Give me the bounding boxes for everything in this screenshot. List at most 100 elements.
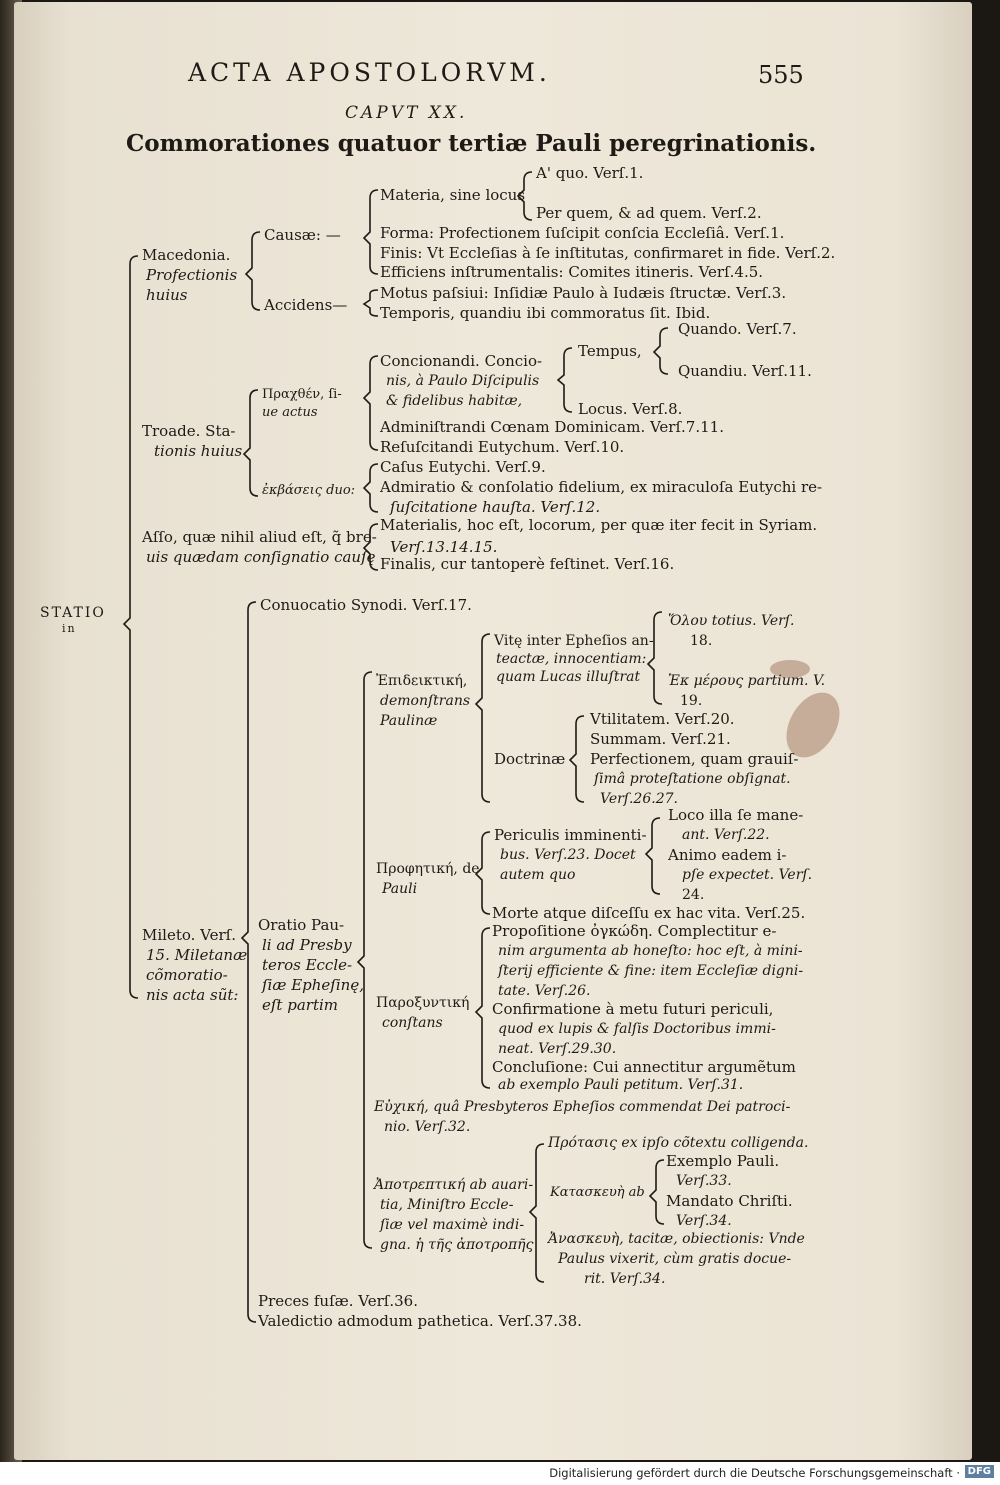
- quando-entry: Quando. Verſ.7.: [678, 320, 797, 338]
- page-number: 555: [758, 61, 804, 89]
- euche-entry: nio. Verſ.32.: [384, 1119, 471, 1135]
- footer-bar: [0, 1462, 1000, 1485]
- per-quem-entry: Per quem, & ad quem. Verſ.2.: [536, 204, 762, 222]
- motus-entry: Motus paſsiui: Inſidiæ Paulo à Iudæis ſt…: [380, 284, 787, 302]
- resuscitandi-entry: Reſuſcitandi Eutychum. Verſ.10.: [380, 438, 625, 456]
- propositione-entry: tate. Verſ.26.: [498, 983, 591, 999]
- asso-label: Aſſo, quæ nihil aliud eſt, q̃ bre-: [142, 528, 377, 546]
- perfectionem-entry: ſimâ proteſtatione obſignat.: [594, 771, 791, 787]
- praxis-label: Πραχθέν, ſi-: [262, 387, 342, 402]
- accidens-label: Accidens—: [264, 296, 348, 314]
- loco-entry: Loco illa ſe mane-: [668, 806, 804, 824]
- footer-credit: Digitalisierung gefördert durch die Deut…: [549, 1466, 960, 1480]
- troade-label: Troade. Sta-: [142, 422, 236, 440]
- animo-entry: 24.: [682, 887, 705, 903]
- periculis-entry: bus. Verſ.23. Docet: [500, 847, 636, 863]
- euche-entry: Εὐχική, quâ Presbyteros Epheſios commend…: [374, 1099, 791, 1115]
- prophetike-label: Pauli: [382, 881, 418, 897]
- ex-partium-entry: Ἐκ μέρους partium. V.: [668, 673, 826, 689]
- a-quo-entry: A' quo. Verſ.1.: [536, 164, 644, 182]
- administrandi-entry: Adminiſtrandi Cœnam Dominicam. Verſ.7.11…: [380, 418, 724, 436]
- valedictio-entry: Valedictio admodum pathetica. Verſ.37.38…: [258, 1312, 582, 1330]
- anaskeue-entry: Ἀνασκευὴ, tacitæ, obiectionis: Vnde: [548, 1231, 805, 1247]
- locus-entry: Locus. Verſ.8.: [578, 400, 683, 418]
- asso-label: uis quædam conſignatio cauſę: [146, 548, 376, 566]
- animo-entry: Animo eadem i-: [668, 846, 787, 864]
- macedonia-label: Macedonia.: [142, 246, 231, 264]
- page-title: Commorationes quatuor tertiæ Pauli pereg…: [126, 130, 817, 157]
- epideictike-label: Paulinæ: [380, 713, 438, 729]
- exemplo-entry: Exemplo Pauli.: [666, 1152, 780, 1170]
- mileto-label: 15. Miletanæ: [146, 946, 248, 964]
- admiratio-entry: ſuſcitatione hauſta. Verſ.12.: [390, 498, 601, 516]
- vitae-entry: quam Lucas illuſtrat: [496, 669, 641, 685]
- oratio-label: eſt partim: [262, 996, 338, 1014]
- paroxyntike-label: Παροξυντική: [376, 995, 470, 1011]
- perfectionem-entry: Perfectionem, quam grauiſ-: [590, 750, 799, 768]
- materialis-entry: Verſ.13.14.15.: [390, 538, 498, 556]
- oratio-label: teros Eccle-: [262, 956, 353, 974]
- conclusione-entry: Concluſione: Cui annectitur argumẽtum: [492, 1058, 796, 1076]
- propositione-entry: ſterij efficiente & fine: item Eccleſiæ …: [498, 963, 804, 979]
- apotreptike-label: Ἀποτρεπτική ab auari-: [374, 1177, 534, 1193]
- propositione-entry: Propoſitione ὀγκώδη. Complectitur e-: [492, 922, 777, 940]
- materia-entry: Materia, sine locus: [380, 186, 526, 204]
- epideictike-label: demonſtrans: [380, 693, 471, 709]
- conuocatio-entry: Conuocatio Synodi. Verſ.17.: [260, 596, 472, 614]
- quod-totius-entry: Ὅλου totius. Verſ.: [668, 613, 795, 629]
- paroxyntike-label: conſtans: [382, 1015, 443, 1031]
- vitae-entry: teactæ, innocentiam:: [496, 651, 647, 667]
- mileto-label: Mileto. Verſ.: [142, 926, 236, 944]
- vitae-entry: Vitę inter Epheſios an-: [494, 633, 654, 649]
- oratio-label: ſiæ Epheſinę,: [262, 976, 364, 994]
- quod-totius-entry: 18.: [690, 633, 713, 649]
- finalis-entry: Finalis, cur tantoperè feſtinet. Verſ.16…: [380, 555, 675, 573]
- quandiu-entry: Quandiu. Verſ.11.: [678, 362, 812, 380]
- macedonia-label: huius: [146, 286, 188, 304]
- mandato-entry: Mandato Chriſti.: [666, 1192, 793, 1210]
- preces-entry: Preces fuſæ. Verſ.36.: [258, 1292, 418, 1310]
- oratio-label: Oratio Pau-: [258, 916, 345, 934]
- apotreptike-label: ſiæ vel maximè indi-: [380, 1217, 525, 1233]
- admiratio-entry: Admiratio & conſolatio fidelium, ex mira…: [380, 478, 823, 496]
- paper: [14, 2, 972, 1460]
- confirmatione-entry: neat. Verſ.29.30.: [498, 1041, 617, 1057]
- casus-entry: Caſus Eutychi. Verſ.9.: [380, 458, 546, 476]
- morte-entry: Morte atque diſceſſu ex hac vita. Verſ.2…: [492, 904, 806, 922]
- apotreptike-label: tia, Miniſtro Eccle-: [380, 1197, 514, 1213]
- chapter-heading: CAPVT XX.: [345, 103, 468, 123]
- root-label: STATIO: [40, 605, 106, 621]
- tempus-entry: Tempus,: [578, 342, 642, 360]
- summam-entry: Summam. Verſ.21.: [590, 730, 731, 748]
- periculis-entry: autem quo: [500, 867, 576, 883]
- confirmatione-entry: Confirmatione à metu futuri periculi,: [492, 1000, 774, 1018]
- apotreptike-label: gna. ἡ τῆς ἀποτροπῆς: [380, 1237, 534, 1253]
- mileto-label: nis acta sũt:: [146, 986, 239, 1004]
- concionandi-entry: Concionandi. Concio-: [380, 352, 543, 370]
- concionandi-entry: & fidelibus habitæ,: [386, 393, 523, 409]
- macedonia-label: Profectionis: [146, 266, 238, 284]
- confirmatione-entry: quod ex lupis & falſis Doctoribus immi-: [498, 1021, 776, 1037]
- causae-label: Causæ: —: [264, 226, 341, 244]
- propositione-entry: nim argumenta ab honeſto: hoc eſt, à min…: [498, 943, 803, 959]
- troade-label: tionis huius: [154, 442, 243, 460]
- periculis-entry: Periculis imminenti-: [494, 826, 647, 844]
- finis-entry: Finis: Vt Eccleſias à ſe inſtitutas, con…: [380, 244, 836, 262]
- anaskeue-entry: rit. Verſ.34.: [584, 1271, 666, 1287]
- kataskeue-entry: Κατασκευὴ ab: [550, 1185, 645, 1200]
- ex-partium-entry: 19.: [680, 693, 703, 709]
- exemplo-entry: Verſ.33.: [676, 1173, 732, 1189]
- perfectionem-entry: Verſ.26.27.: [600, 791, 678, 807]
- concionandi-entry: nis, à Paulo Diſcipulis: [386, 373, 540, 389]
- doctrinae-entry: Doctrinæ: [494, 750, 566, 768]
- prophetike-label: Προφητική, de: [376, 861, 480, 877]
- materialis-entry: Materialis, hoc eſt, locorum, per quæ it…: [380, 516, 818, 534]
- running-title: ACTA APOSTOLORVM.: [188, 58, 551, 87]
- praxis-label: ue actus: [262, 405, 318, 420]
- efficiens-entry: Efficiens inſtrumentalis: Comites itiner…: [380, 263, 764, 281]
- utilitatem-entry: Vtilitatem. Verſ.20.: [590, 710, 735, 728]
- ink-stain: [770, 660, 810, 678]
- eventus-label: ἐκβάσεις duo:: [262, 483, 356, 498]
